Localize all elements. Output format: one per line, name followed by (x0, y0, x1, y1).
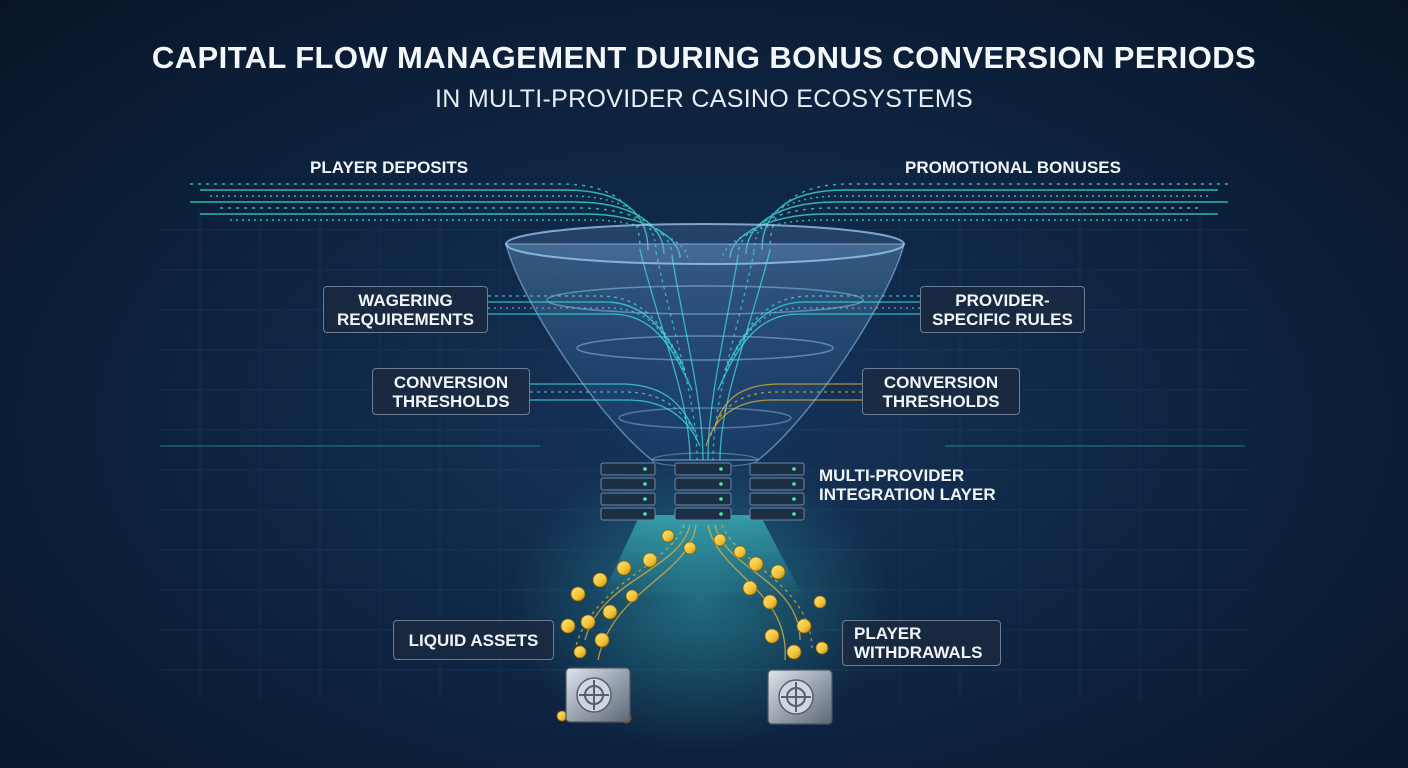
coin-icon (713, 533, 727, 547)
coin-icon (796, 618, 812, 634)
coin-icon (786, 644, 802, 660)
coin-icon (770, 564, 786, 580)
diagram-subtitle: IN MULTI-PROVIDER CASINO ECOSYSTEMS (435, 85, 973, 113)
stage-box-provider-specific-rules: PROVIDER- SPECIFIC RULES (920, 286, 1085, 333)
stage-box-wagering-requirements: WAGERING REQUIREMENTS (323, 286, 488, 333)
coin-icon (570, 586, 586, 602)
coin-icon (742, 580, 758, 596)
server-rack-icon (600, 462, 656, 521)
coin-icon (733, 545, 747, 559)
light-cone (600, 515, 805, 600)
output-box-liquid-assets: LIQUID ASSETS (393, 620, 554, 660)
funnel-inner-flows (639, 249, 771, 461)
coin-icon (560, 618, 576, 634)
coin-icon (594, 632, 610, 648)
coin-icon (616, 560, 632, 576)
output-box-player-withdrawals: PLAYER WITHDRAWALS (842, 620, 1001, 666)
coin-icon (625, 589, 639, 603)
integration-layer-label: MULTI-PROVIDER INTEGRATION LAYER (819, 466, 996, 504)
input-label-promotional-bonuses: PROMOTIONAL BONUSES (905, 158, 1121, 177)
diagram-title: CAPITAL FLOW MANAGEMENT DURING BONUS CON… (151, 40, 1257, 75)
coin-icon (642, 552, 658, 568)
vault-icon (565, 667, 631, 723)
funnel (505, 223, 905, 468)
coin-icon (815, 641, 829, 655)
coin-icon (764, 628, 780, 644)
stage-box-conversion-thresholds-right: CONVERSION THRESHOLDS (862, 368, 1020, 415)
coin-icon (748, 556, 764, 572)
input-label-player-deposits: PLAYER DEPOSITS (310, 158, 469, 177)
server-rack-icon (674, 462, 732, 521)
coin-icon (661, 529, 675, 543)
stage-connectors (160, 295, 1245, 447)
coin-icon (592, 572, 608, 588)
stage-box-conversion-thresholds-left: CONVERSION THRESHOLDS (372, 368, 530, 415)
coin-icon (580, 614, 596, 630)
coin-icon (683, 541, 697, 555)
coin-icon (573, 645, 587, 659)
server-rack-icon (749, 462, 805, 521)
vault-icon (767, 669, 833, 725)
integration-layer-servers (600, 462, 805, 521)
coin-icon (762, 594, 778, 610)
coin-icon (602, 604, 618, 620)
coin-icon (813, 595, 827, 609)
coin-stream (556, 529, 829, 724)
